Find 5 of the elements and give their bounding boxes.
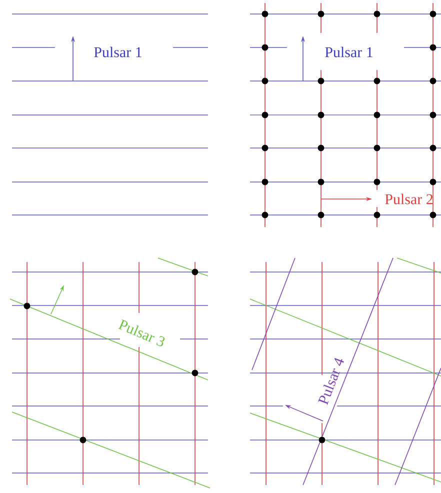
pulsar-label: Pulsar 1 — [325, 46, 372, 58]
pulsar-label: Pulsar 3 — [118, 319, 165, 346]
pulsar-label: Pulsar 4 — [318, 358, 344, 406]
pulsar-label: Pulsar 2 — [385, 194, 433, 204]
pulsar-label: Pulsar 1 — [94, 46, 142, 58]
